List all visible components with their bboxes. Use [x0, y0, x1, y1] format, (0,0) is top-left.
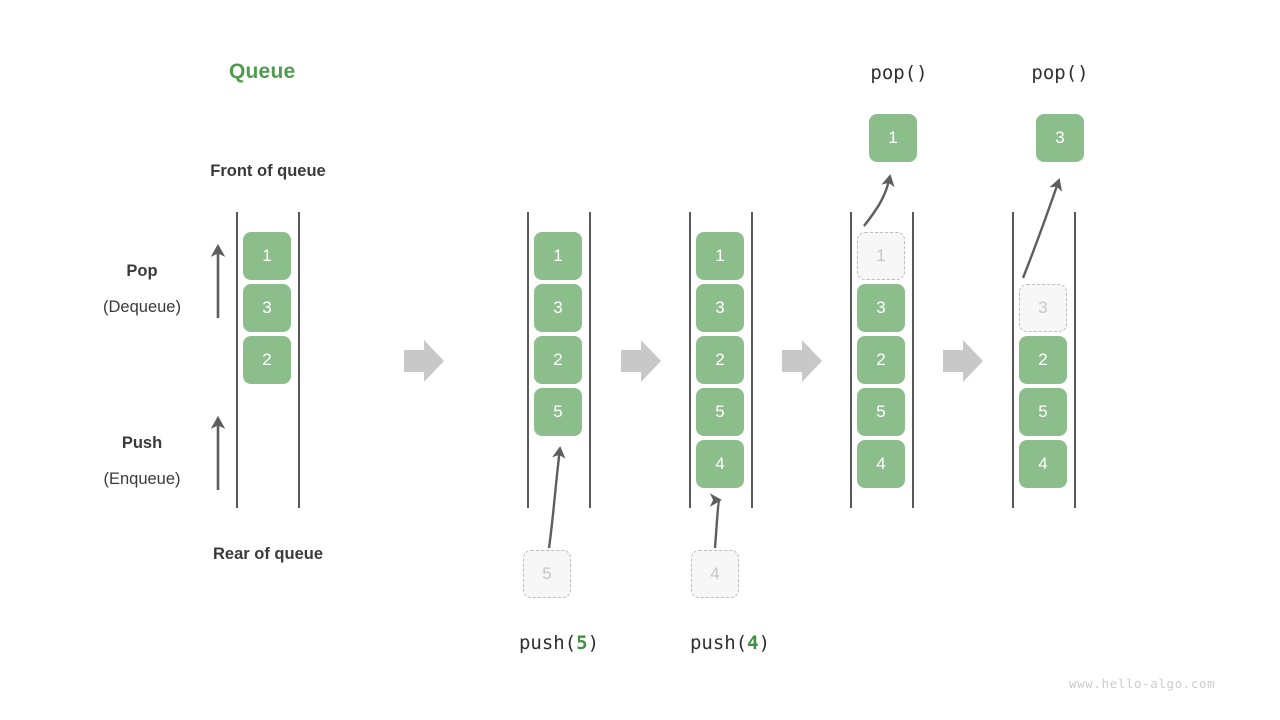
stage-initial-rail-left: [236, 212, 238, 508]
stage-push4-box-1: 3: [696, 284, 744, 332]
push4-incoming-arrow: [709, 493, 722, 549]
push-label: Push: [121, 434, 163, 452]
stage-push5-box-2: 2: [534, 336, 582, 384]
caption-close-paren: ): [587, 632, 600, 654]
stage-pop1-top-label: pop(): [870, 62, 928, 84]
stage-pop1-box-4: 4: [857, 440, 905, 488]
stage-push4-box-4: 4: [696, 440, 744, 488]
pop1-outgoing-arrow: [863, 174, 895, 227]
stage-pop3-top-label: pop(): [1031, 62, 1089, 84]
step-arrow-1: [404, 340, 444, 382]
stage-pop1-box-2: 2: [857, 336, 905, 384]
caption-arg: 4: [747, 632, 759, 654]
stage-pop1-box-3: 5: [857, 388, 905, 436]
stage-push4-box-2: 2: [696, 336, 744, 384]
stage-push4-rail-right: [751, 212, 753, 508]
stage-pop1-popped-box: 1: [869, 114, 917, 162]
stage-push4-rail-left: [689, 212, 691, 508]
stage-push4-box-3: 5: [696, 388, 744, 436]
push5-incoming-arrow: [547, 446, 566, 549]
pop-sublabel: (Dequeue): [103, 298, 181, 316]
stage-pop3-rail-right: [1074, 212, 1076, 508]
front-of-queue-label: Front of queue: [210, 162, 326, 180]
stage-push5-box-3: 5: [534, 388, 582, 436]
caption-fn: push: [518, 632, 565, 654]
stage-pop1-rail-left: [850, 212, 852, 508]
stage-push5-caption: push(5): [479, 632, 639, 654]
stage-initial-rail-right: [298, 212, 300, 508]
step-arrow-4: [943, 340, 983, 382]
stage-pop3-box-1: 2: [1019, 336, 1067, 384]
caption-open-paren: (: [735, 632, 748, 654]
stage-pop3-rail-left: [1012, 212, 1014, 508]
stage-push4-incoming-box: 4: [691, 550, 739, 598]
stage-push4-caption: push(4): [650, 632, 810, 654]
stage-initial-box-0: 1: [243, 232, 291, 280]
stage-pop3-popped-box: 3: [1036, 114, 1084, 162]
stage-push4-box-0: 1: [696, 232, 744, 280]
stage-push5-incoming-box: 5: [523, 550, 571, 598]
stage-push5-rail-right: [589, 212, 591, 508]
stage-push5-rail-left: [527, 212, 529, 508]
stage-pop3-box-0: 3: [1019, 284, 1067, 332]
stage-pop3-box-2: 5: [1019, 388, 1067, 436]
caption-fn: push: [689, 632, 736, 654]
stage-pop1-box-1: 3: [857, 284, 905, 332]
rear-of-queue-label: Rear of queue: [212, 545, 324, 563]
stage-initial-box-2: 2: [243, 336, 291, 384]
push-sublabel: (Enqueue): [103, 470, 181, 488]
caption-close-paren: ): [758, 632, 771, 654]
pop-label: Pop: [126, 262, 158, 280]
step-arrow-3: [782, 340, 822, 382]
watermark: www.hello-algo.com: [1069, 676, 1216, 691]
page-title: Queue: [229, 60, 296, 83]
stage-push5-box-1: 3: [534, 284, 582, 332]
pop3-outgoing-arrow: [1021, 178, 1063, 279]
caption-open-paren: (: [564, 632, 577, 654]
stage-initial-box-1: 3: [243, 284, 291, 332]
stage-push5-box-0: 1: [534, 232, 582, 280]
stage-pop1-rail-right: [912, 212, 914, 508]
stage-pop3-box-3: 4: [1019, 440, 1067, 488]
step-arrow-2: [621, 340, 661, 382]
caption-arg: 5: [576, 632, 588, 654]
stage-pop1-box-0: 1: [857, 232, 905, 280]
